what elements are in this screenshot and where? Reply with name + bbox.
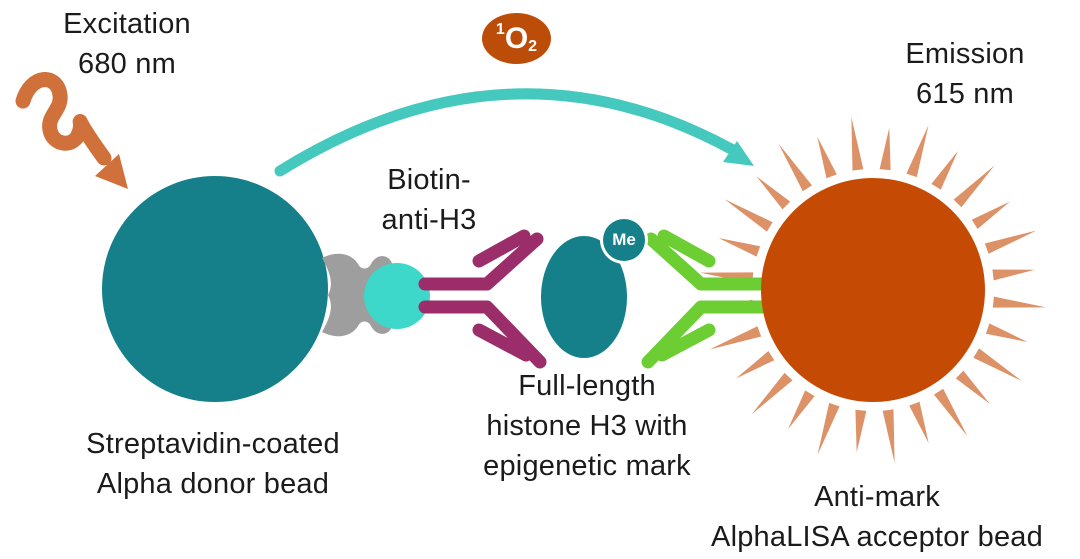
biotin-circle xyxy=(364,263,430,329)
emission-label: Emission 615 nm xyxy=(905,34,1024,114)
donor-bead-label: Streptavidin-coated Alpha donor bead xyxy=(86,424,340,504)
acceptor-spike xyxy=(736,351,775,379)
excitation-label-line2: 680 nm xyxy=(78,48,176,80)
methyl-mark-text: Me xyxy=(612,230,636,249)
acceptor-spike xyxy=(992,296,1047,308)
acceptor-spike xyxy=(906,125,929,178)
acceptor-spike xyxy=(788,390,815,430)
donor-bead-label-line1: Streptavidin-coated xyxy=(86,428,340,460)
acceptor-spike xyxy=(817,402,840,455)
excitation-arrowhead-icon xyxy=(95,154,128,189)
acceptor-spike xyxy=(971,201,1010,229)
acceptor-spike xyxy=(882,409,895,463)
acceptor-spike xyxy=(931,150,958,190)
acceptor-spike xyxy=(985,323,1028,342)
singlet-oxygen-superscript: 1 xyxy=(495,20,505,38)
donor-bead xyxy=(102,176,328,402)
histone-label-line2: histone H3 with xyxy=(486,410,688,442)
acceptor-bead-label-line1: Anti-mark xyxy=(814,481,940,513)
acceptor-spike xyxy=(718,238,761,257)
acceptor-spike xyxy=(724,199,773,232)
acceptor-spike xyxy=(973,348,1022,381)
acceptor-spike xyxy=(879,127,891,171)
biotin-anti-h3-label-line2: anti-H3 xyxy=(381,204,477,236)
acceptor-spike xyxy=(984,230,1037,254)
acceptor-spike xyxy=(751,372,793,415)
acceptor-spike xyxy=(709,326,762,350)
acceptor-spike xyxy=(756,176,791,210)
acceptor-spike xyxy=(855,409,867,453)
acceptor-bead-label-line2: AlphaLISA acceptor bead xyxy=(711,521,1043,553)
acceptor-spike xyxy=(955,370,990,404)
acceptor-spike xyxy=(778,143,812,192)
acceptor-spike xyxy=(817,136,837,179)
methyl-mark-badge: Me xyxy=(603,219,645,261)
acceptor-spike xyxy=(953,165,995,208)
emission-label-line1: Emission xyxy=(905,38,1025,70)
histone-h3-oval xyxy=(541,236,627,358)
acceptor-spike xyxy=(909,401,929,444)
acceptor-spike xyxy=(934,388,968,437)
histone-label-line3: epigenetic mark xyxy=(483,450,691,482)
histone-label-line1: Full-length xyxy=(518,370,656,402)
acceptor-bead xyxy=(761,178,985,402)
singlet-oxygen-symbol: O xyxy=(504,21,529,55)
excitation-label: Excitation 680 nm xyxy=(63,4,191,84)
excitation-wave-arrow xyxy=(15,72,112,166)
donor-bead-label-line2: Alpha donor bead xyxy=(96,468,330,500)
anti-h3-antibody-icon xyxy=(418,229,547,369)
emission-label-line2: 615 nm xyxy=(916,78,1014,110)
acceptor-bead-spikes xyxy=(699,117,1047,463)
biotin-anti-h3-label: Biotin- anti-H3 xyxy=(382,160,477,240)
energy-transfer-arrowhead-icon xyxy=(723,141,754,166)
acceptor-spike xyxy=(851,117,864,171)
acceptor-bead-label: Anti-mark AlphaLISA acceptor bead xyxy=(711,477,1043,557)
excitation-label-line1: Excitation xyxy=(63,8,191,40)
singlet-oxygen-subscript: 2 xyxy=(528,37,538,55)
histone-label: Full-length histone H3 with epigenetic m… xyxy=(483,366,691,486)
acceptor-spike xyxy=(992,269,1035,281)
energy-transfer-arc xyxy=(274,88,739,177)
biotin-anti-h3-label-line1: Biotin- xyxy=(387,164,471,196)
